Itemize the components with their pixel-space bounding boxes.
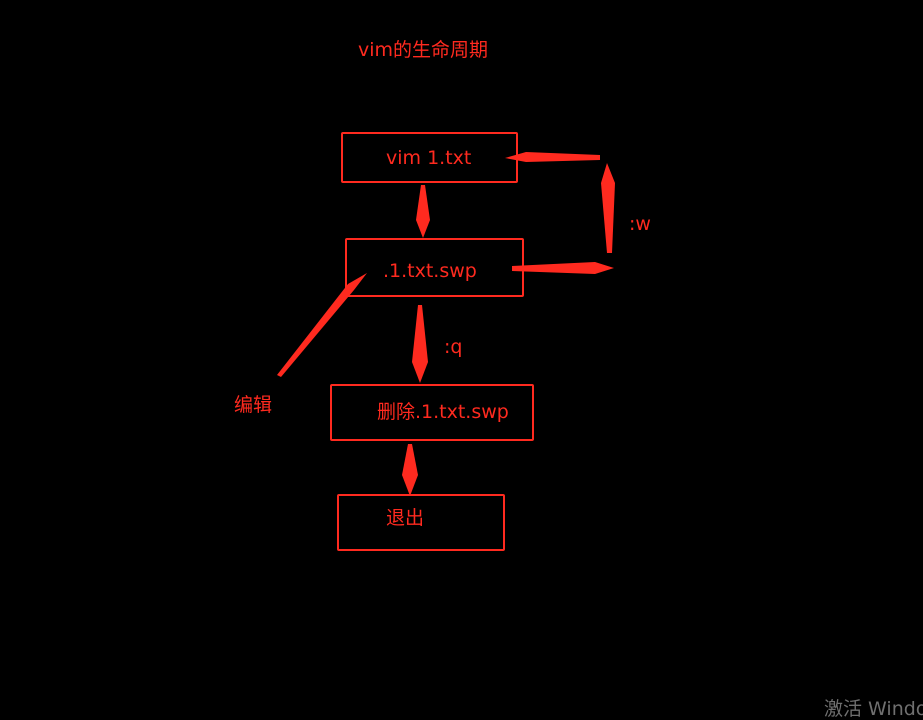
arrow-edit-to-swap [277, 273, 367, 377]
node-exit [337, 494, 505, 551]
arrow-swap-to-delete [412, 305, 428, 383]
arrow-delete-to-exit [402, 444, 418, 496]
edge-label-quit: :q [444, 336, 463, 358]
arrow-swap-to-right [512, 262, 614, 274]
node-vim-open-label: vim 1.txt [386, 147, 472, 169]
node-delete-swap-label: 删除.1.txt.swp [377, 401, 509, 423]
arrow-right-up [601, 163, 615, 253]
edge-label-edit: 编辑 [234, 394, 273, 416]
node-delete-swap [330, 384, 534, 441]
activation-watermark: 激活 Windo [824, 698, 923, 720]
arrow-up-to-open [505, 152, 600, 162]
node-swap-file-label: .1.txt.swp [383, 260, 477, 282]
diagram-title: vim的生命周期 [358, 39, 489, 61]
node-exit-label: 退出 [386, 507, 425, 529]
edge-label-write: :w [629, 213, 651, 235]
arrow-open-to-swap [416, 185, 430, 238]
